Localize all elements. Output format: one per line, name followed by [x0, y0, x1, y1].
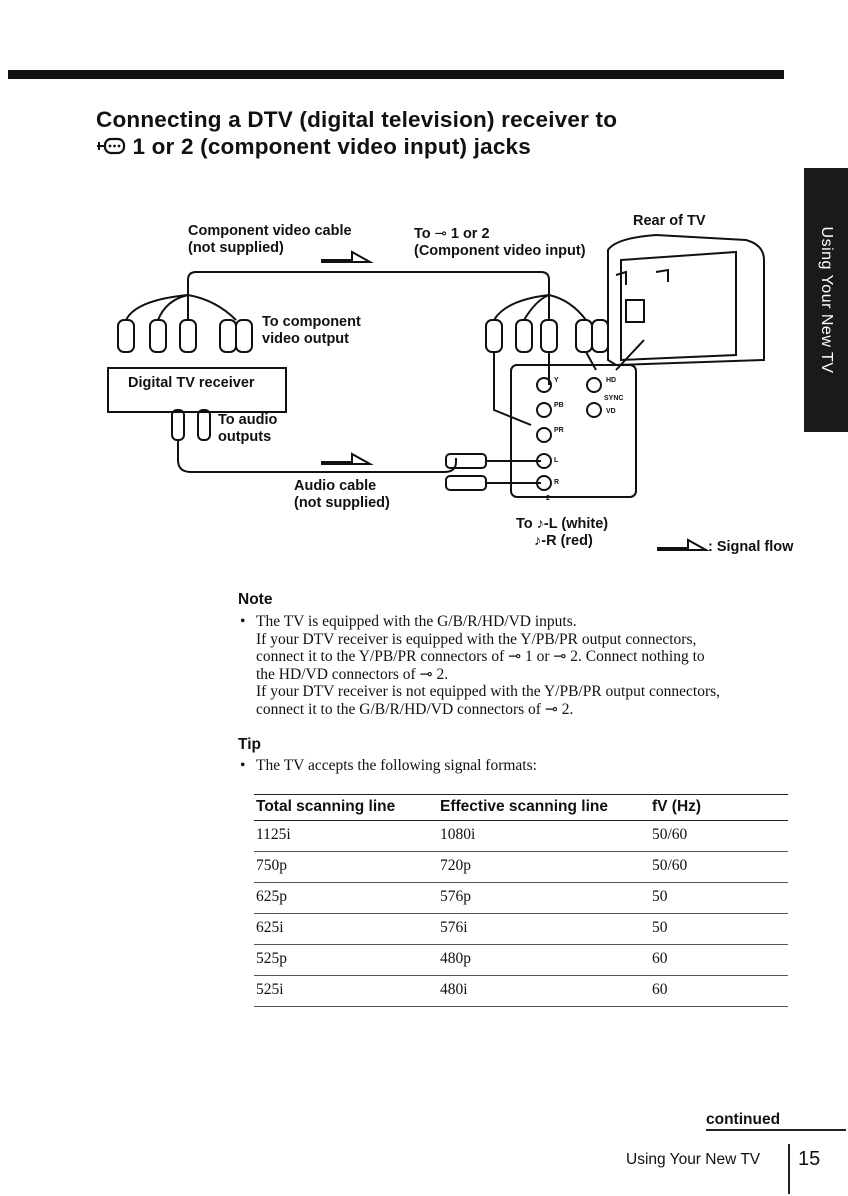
signal-flow-legend: : Signal flow [708, 539, 794, 555]
jack-label-2: 2 [546, 495, 550, 502]
jack-label-r: R [554, 479, 559, 486]
jack-label-pb: PB [554, 402, 564, 409]
jack-label-pr: PR [554, 427, 564, 434]
jack-label-l: L [554, 457, 559, 464]
tv-rear-outline [607, 233, 765, 367]
component-input-icon: ⊸ [553, 648, 567, 665]
audio-output-label: To audio outputs [218, 412, 278, 445]
rear-of-tv-label: Rear of TV [633, 213, 706, 229]
receiver-box [107, 367, 287, 413]
jack-label-hd: HD [606, 377, 616, 384]
jack-label-vd: VD [606, 408, 616, 415]
section-tab-label: Using Your New TV [818, 226, 835, 374]
page-title: Connecting a DTV (digital television) re… [96, 106, 617, 160]
col-total-scanning-line: Total scanning line [254, 794, 438, 821]
component-cable-label: Component video cable (not supplied) [188, 223, 352, 256]
tip-bullet: • [240, 757, 246, 774]
section-tab: Using Your New TV [804, 168, 848, 432]
footer-divider [788, 1144, 790, 1194]
audio-cable-label: Audio cable (not supplied) [294, 478, 390, 511]
col-fv-hz: fV (Hz) [650, 794, 788, 821]
component-cable [187, 271, 550, 295]
component-input-icon: ⊸ [544, 700, 558, 718]
component-input-icon [97, 137, 126, 155]
jack-label-y: Y [554, 377, 559, 384]
continued-rule [706, 1129, 846, 1131]
footer-section-title: Using Your New TV [626, 1151, 761, 1168]
component-input-icon: ⊸ [434, 226, 447, 242]
component-plugs-left [117, 319, 253, 353]
page-number: 15 [798, 1148, 821, 1170]
audio-icon: ♪ [536, 516, 544, 532]
jack-panel [510, 364, 637, 498]
tip-text: The TV accepts the following signal form… [256, 757, 537, 774]
tip-heading: Tip [238, 736, 261, 753]
component-input-icon: ⊸ [508, 648, 522, 665]
note-bullet: • [240, 613, 246, 630]
signal-format-table: Total scanning line Effective scanning l… [254, 794, 788, 1007]
audio-icon: ♪ [534, 533, 542, 549]
top-rule [8, 70, 784, 79]
component-plugs-right [485, 319, 609, 353]
table-header-row: Total scanning line Effective scanning l… [254, 794, 788, 821]
connection-diagram: Y PB PR L R 2 SYNC HD VD [107, 233, 765, 551]
receiver-label: Digital TV receiver [128, 375, 255, 391]
col-effective-scanning-line: Effective scanning line [438, 794, 650, 821]
title-line-2: 1 or 2 (component video input) jacks [96, 133, 617, 160]
note-text: The TV is equipped with the G/B/R/HD/VD … [256, 613, 721, 718]
jack-label-sync: SYNC [604, 395, 623, 402]
title-line-1: Connecting a DTV (digital television) re… [96, 107, 618, 132]
continued-label: continued [706, 1111, 781, 1128]
component-input-icon: ⊸ [419, 665, 433, 683]
note-heading: Note [238, 591, 273, 608]
component-input-label: To ⊸ 1 or 2 (Component video input) [414, 226, 586, 259]
audio-jack-label: To ♪-L (white) ♪-R (red) [516, 516, 609, 549]
component-output-label: To component video output [262, 314, 361, 347]
